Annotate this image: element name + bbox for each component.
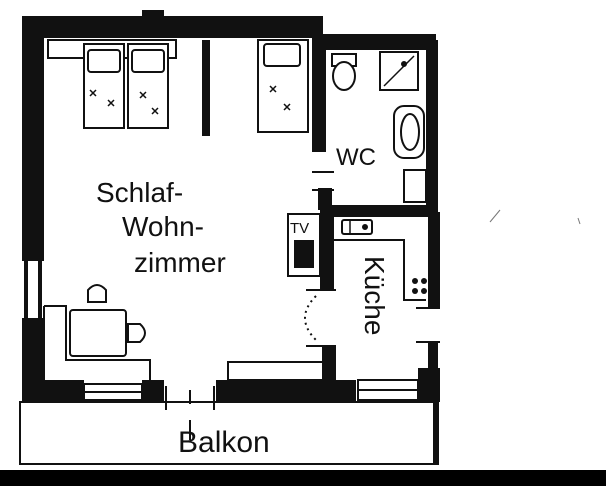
living-room-label-line2: Wohn- xyxy=(122,211,204,242)
scan-marks xyxy=(489,209,581,225)
kitchen-counter xyxy=(334,239,426,301)
bottom-band xyxy=(0,470,606,486)
tv-label: TV xyxy=(290,220,309,237)
wc-cabinet xyxy=(403,169,427,203)
balcony-label: Balkon xyxy=(178,426,270,459)
interior-walls xyxy=(202,34,430,383)
dining-set xyxy=(43,284,151,380)
door-markers xyxy=(165,171,440,440)
washbasin xyxy=(393,105,425,159)
shower xyxy=(379,51,419,91)
double-bed xyxy=(47,39,177,129)
kitchen-label: Küche xyxy=(359,256,390,335)
living-room-label-line1: Schlaf- xyxy=(96,177,183,208)
living-room-label-line3: zimmer xyxy=(134,247,226,278)
balcony xyxy=(19,401,439,465)
toilet xyxy=(331,53,357,91)
stove xyxy=(412,278,427,294)
wc-label: WC xyxy=(336,144,376,171)
sink xyxy=(341,219,373,235)
single-bed xyxy=(257,39,309,133)
tv-cabinet xyxy=(287,213,321,277)
outer-walls xyxy=(22,10,440,402)
